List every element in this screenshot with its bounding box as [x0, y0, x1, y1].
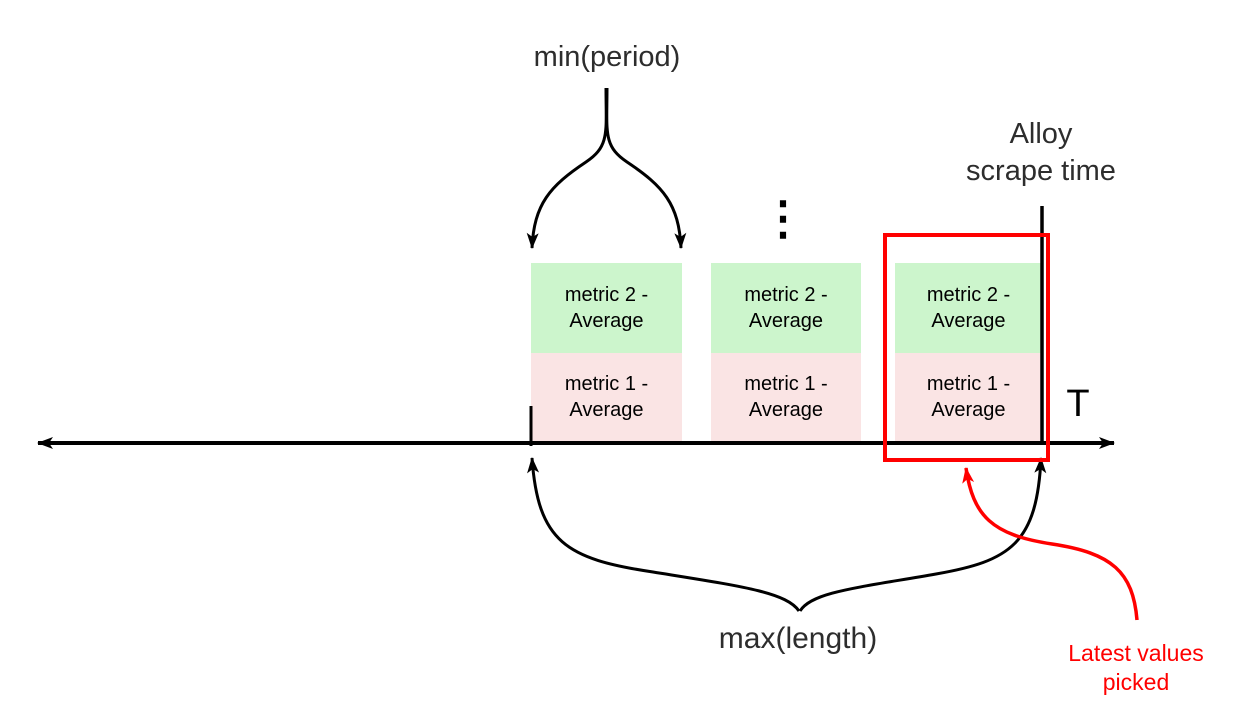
metric2-average-box: metric 2 - Average — [711, 263, 861, 353]
metric1-average-box: metric 1 - Average — [711, 353, 861, 441]
metric-box-label: metric 2 - Average — [927, 282, 1010, 334]
label-line: Average — [931, 310, 1006, 332]
latest-values-arrow — [962, 467, 1139, 621]
min-period-brace — [526, 87, 687, 249]
ellipsis-icon: ⋮ — [760, 192, 806, 244]
label-line: Average — [748, 399, 824, 421]
label-line: metric 1 - — [744, 373, 828, 395]
label-line: metric 1 - — [926, 373, 1011, 395]
metric-period-group-1: metric 2 - Average metric 1 - Average — [531, 263, 682, 441]
metric-period-group-2: metric 2 - Average metric 1 - Average — [711, 263, 861, 441]
metric2-average-box: metric 2 - Average — [531, 263, 682, 353]
label-line: Alloy — [1009, 118, 1073, 150]
label-line: Latest values — [1068, 640, 1204, 666]
label-line: metric 1 - — [564, 373, 649, 395]
metric-box-label: metric 1 - Average — [565, 371, 648, 423]
label-line: metric 2 - — [926, 284, 1011, 306]
metric-box-label: metric 2 - Average — [744, 282, 827, 334]
label-line: picked — [1102, 669, 1170, 695]
label-line: Average — [931, 399, 1006, 421]
metric-box-label: metric 1 - Average — [744, 371, 827, 423]
time-axis-label: T — [1066, 383, 1090, 425]
metric1-average-box: metric 1 - Average — [895, 353, 1042, 441]
label-line: metric 2 - — [564, 284, 649, 306]
metric-box-label: metric 1 - Average — [927, 371, 1010, 423]
metric1-average-box: metric 1 - Average — [531, 353, 682, 441]
label-line: scrape time — [966, 155, 1116, 187]
metric-box-label: metric 2 - Average — [565, 282, 648, 334]
label-line: Average — [569, 399, 644, 421]
label-line: Average — [748, 310, 824, 332]
max-length-brace — [527, 457, 1047, 612]
metric2-average-box: metric 2 - Average — [895, 263, 1042, 353]
metric-period-group-3: metric 2 - Average metric 1 - Average — [895, 263, 1042, 441]
latest-values-picked-label: Latest values picked — [1036, 639, 1236, 697]
label-line: metric 2 - — [744, 284, 828, 306]
alloy-scrape-time-label: Alloy scrape time — [891, 116, 1191, 190]
min-period-label: min(period) — [533, 41, 681, 73]
max-length-label: max(length) — [718, 622, 878, 655]
label-line: Average — [569, 310, 644, 332]
